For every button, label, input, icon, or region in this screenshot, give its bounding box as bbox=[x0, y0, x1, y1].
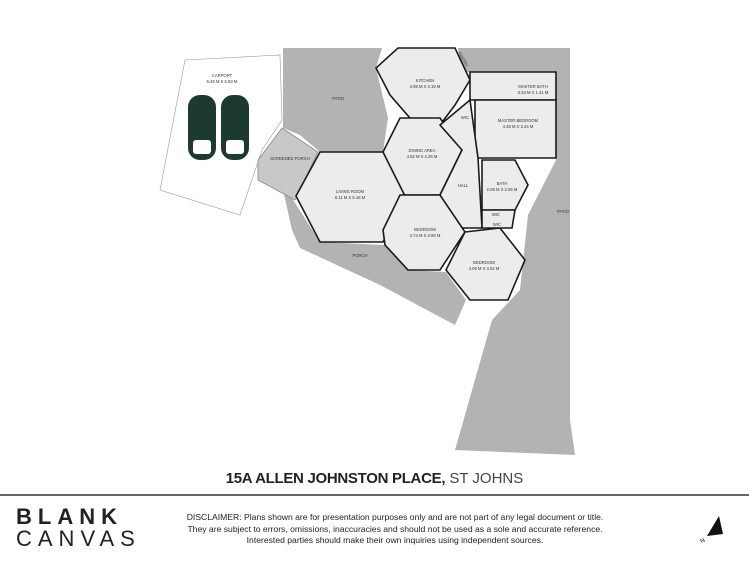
outdoor-areas bbox=[283, 48, 575, 455]
porch-area bbox=[283, 190, 466, 325]
address-street: 15A ALLEN JOHNSTON PLACE, bbox=[225, 470, 446, 487]
svg-text:6.11 M X 5.16 M: 6.11 M X 5.16 M bbox=[335, 195, 366, 200]
svg-text:CARPORT: CARPORT bbox=[212, 73, 233, 78]
room-living bbox=[295, 151, 406, 243]
patio-right bbox=[455, 48, 575, 455]
property-address: 15A ALLEN JOHNSTON PLACE, ST JOHNS bbox=[0, 470, 749, 487]
svg-text:LIVING ROOM: LIVING ROOM bbox=[336, 189, 364, 194]
north-arrow-icon: N bbox=[700, 516, 723, 545]
divider bbox=[0, 494, 749, 496]
disclaimer: DISCLAIMER: Plans shown are for presenta… bbox=[186, 512, 604, 545]
svg-text:6.45 M X 6.83 M: 6.45 M X 6.83 M bbox=[207, 79, 238, 84]
svg-text:3.34 M X 1.41 M: 3.34 M X 1.41 M bbox=[518, 90, 549, 95]
svg-text:PORCH: PORCH bbox=[352, 253, 367, 258]
svg-text:MASTER BEDROOM: MASTER BEDROOM bbox=[498, 118, 539, 123]
room-bath bbox=[481, 159, 529, 211]
svg-text:BEDROOM: BEDROOM bbox=[414, 227, 436, 232]
cars bbox=[188, 95, 249, 160]
svg-text:DINING AREA: DINING AREA bbox=[409, 148, 436, 153]
patio-left bbox=[283, 48, 388, 152]
svg-text:PATIO: PATIO bbox=[332, 96, 345, 101]
svg-text:4.74 M X 3.68 M: 4.74 M X 3.68 M bbox=[410, 233, 441, 238]
room-bedroom-1 bbox=[382, 194, 466, 271]
svg-text:HALL: HALL bbox=[458, 183, 469, 188]
room-hall bbox=[438, 98, 483, 229]
svg-text:2.08 M X 2.05 M: 2.08 M X 2.05 M bbox=[487, 187, 518, 192]
rooms bbox=[295, 47, 557, 301]
svg-text:N: N bbox=[700, 538, 707, 545]
svg-text:MASTER BATH: MASTER BATH bbox=[518, 84, 547, 89]
address-suburb: ST JOHNS bbox=[445, 470, 524, 487]
svg-text:4.62 M X 4.26 M: 4.62 M X 4.26 M bbox=[407, 154, 438, 159]
room-wic-3 bbox=[481, 209, 516, 229]
svg-text:BEDROOM: BEDROOM bbox=[473, 260, 495, 265]
svg-text:4.08 M X 4.02 M: 4.08 M X 4.02 M bbox=[469, 266, 500, 271]
svg-text:KITCHEN: KITCHEN bbox=[416, 78, 434, 83]
svg-text:PATIO: PATIO bbox=[557, 209, 570, 214]
svg-text:WIC: WIC bbox=[461, 115, 469, 120]
svg-text:WIC: WIC bbox=[492, 212, 500, 217]
svg-text:BATH: BATH bbox=[497, 181, 508, 186]
room-master-bedroom bbox=[474, 99, 557, 159]
svg-text:WIC: WIC bbox=[493, 222, 501, 227]
svg-text:SCREENED PORCH: SCREENED PORCH bbox=[270, 156, 310, 161]
svg-text:4.48 M X 3.44 M: 4.48 M X 3.44 M bbox=[503, 124, 534, 129]
svg-text:4.98 M X 4.19 M: 4.98 M X 4.19 M bbox=[410, 84, 441, 89]
